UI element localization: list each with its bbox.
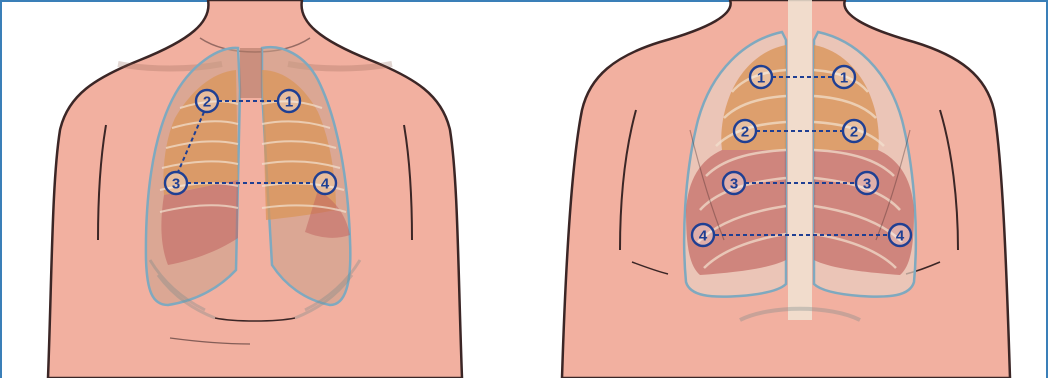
posterior-auscultation-point-3-right-middle: 3 xyxy=(856,172,878,194)
posterior-auscultation-point-2-right-upper: 2 xyxy=(843,120,865,142)
posterior-auscultation-point-2-left-upper: 2 xyxy=(734,120,756,142)
posterior-auscultation-point-4-left-base: 4 xyxy=(692,224,714,246)
point-number: 1 xyxy=(285,94,293,111)
posterior-auscultation-point-1-left-apex: 1 xyxy=(750,66,772,88)
point-number: 2 xyxy=(203,94,211,111)
posterior-auscultation-point-1-right-apex: 1 xyxy=(833,66,855,88)
point-number: 2 xyxy=(741,124,749,141)
point-number: 3 xyxy=(863,176,871,193)
anterior-auscultation-point-1-right-upper: 1 xyxy=(278,90,300,112)
anterior-auscultation-point-3-left-lower: 3 xyxy=(165,172,187,194)
anterior-auscultation-point-2-left-upper: 2 xyxy=(196,90,218,112)
posterior-view: 1 1 2 2 3 3 4 4 xyxy=(562,0,1010,378)
anterior-auscultation-point-4-right-lower: 4 xyxy=(314,172,336,194)
point-number: 1 xyxy=(757,70,765,87)
point-number: 3 xyxy=(730,176,738,193)
point-number: 4 xyxy=(896,228,905,245)
point-number: 3 xyxy=(172,176,180,193)
point-number: 4 xyxy=(699,228,708,245)
posterior-auscultation-point-3-left-middle: 3 xyxy=(723,172,745,194)
posterior-auscultation-point-4-right-base: 4 xyxy=(889,224,911,246)
point-number: 2 xyxy=(850,124,858,141)
point-number: 4 xyxy=(321,176,330,193)
point-number: 1 xyxy=(840,70,848,87)
